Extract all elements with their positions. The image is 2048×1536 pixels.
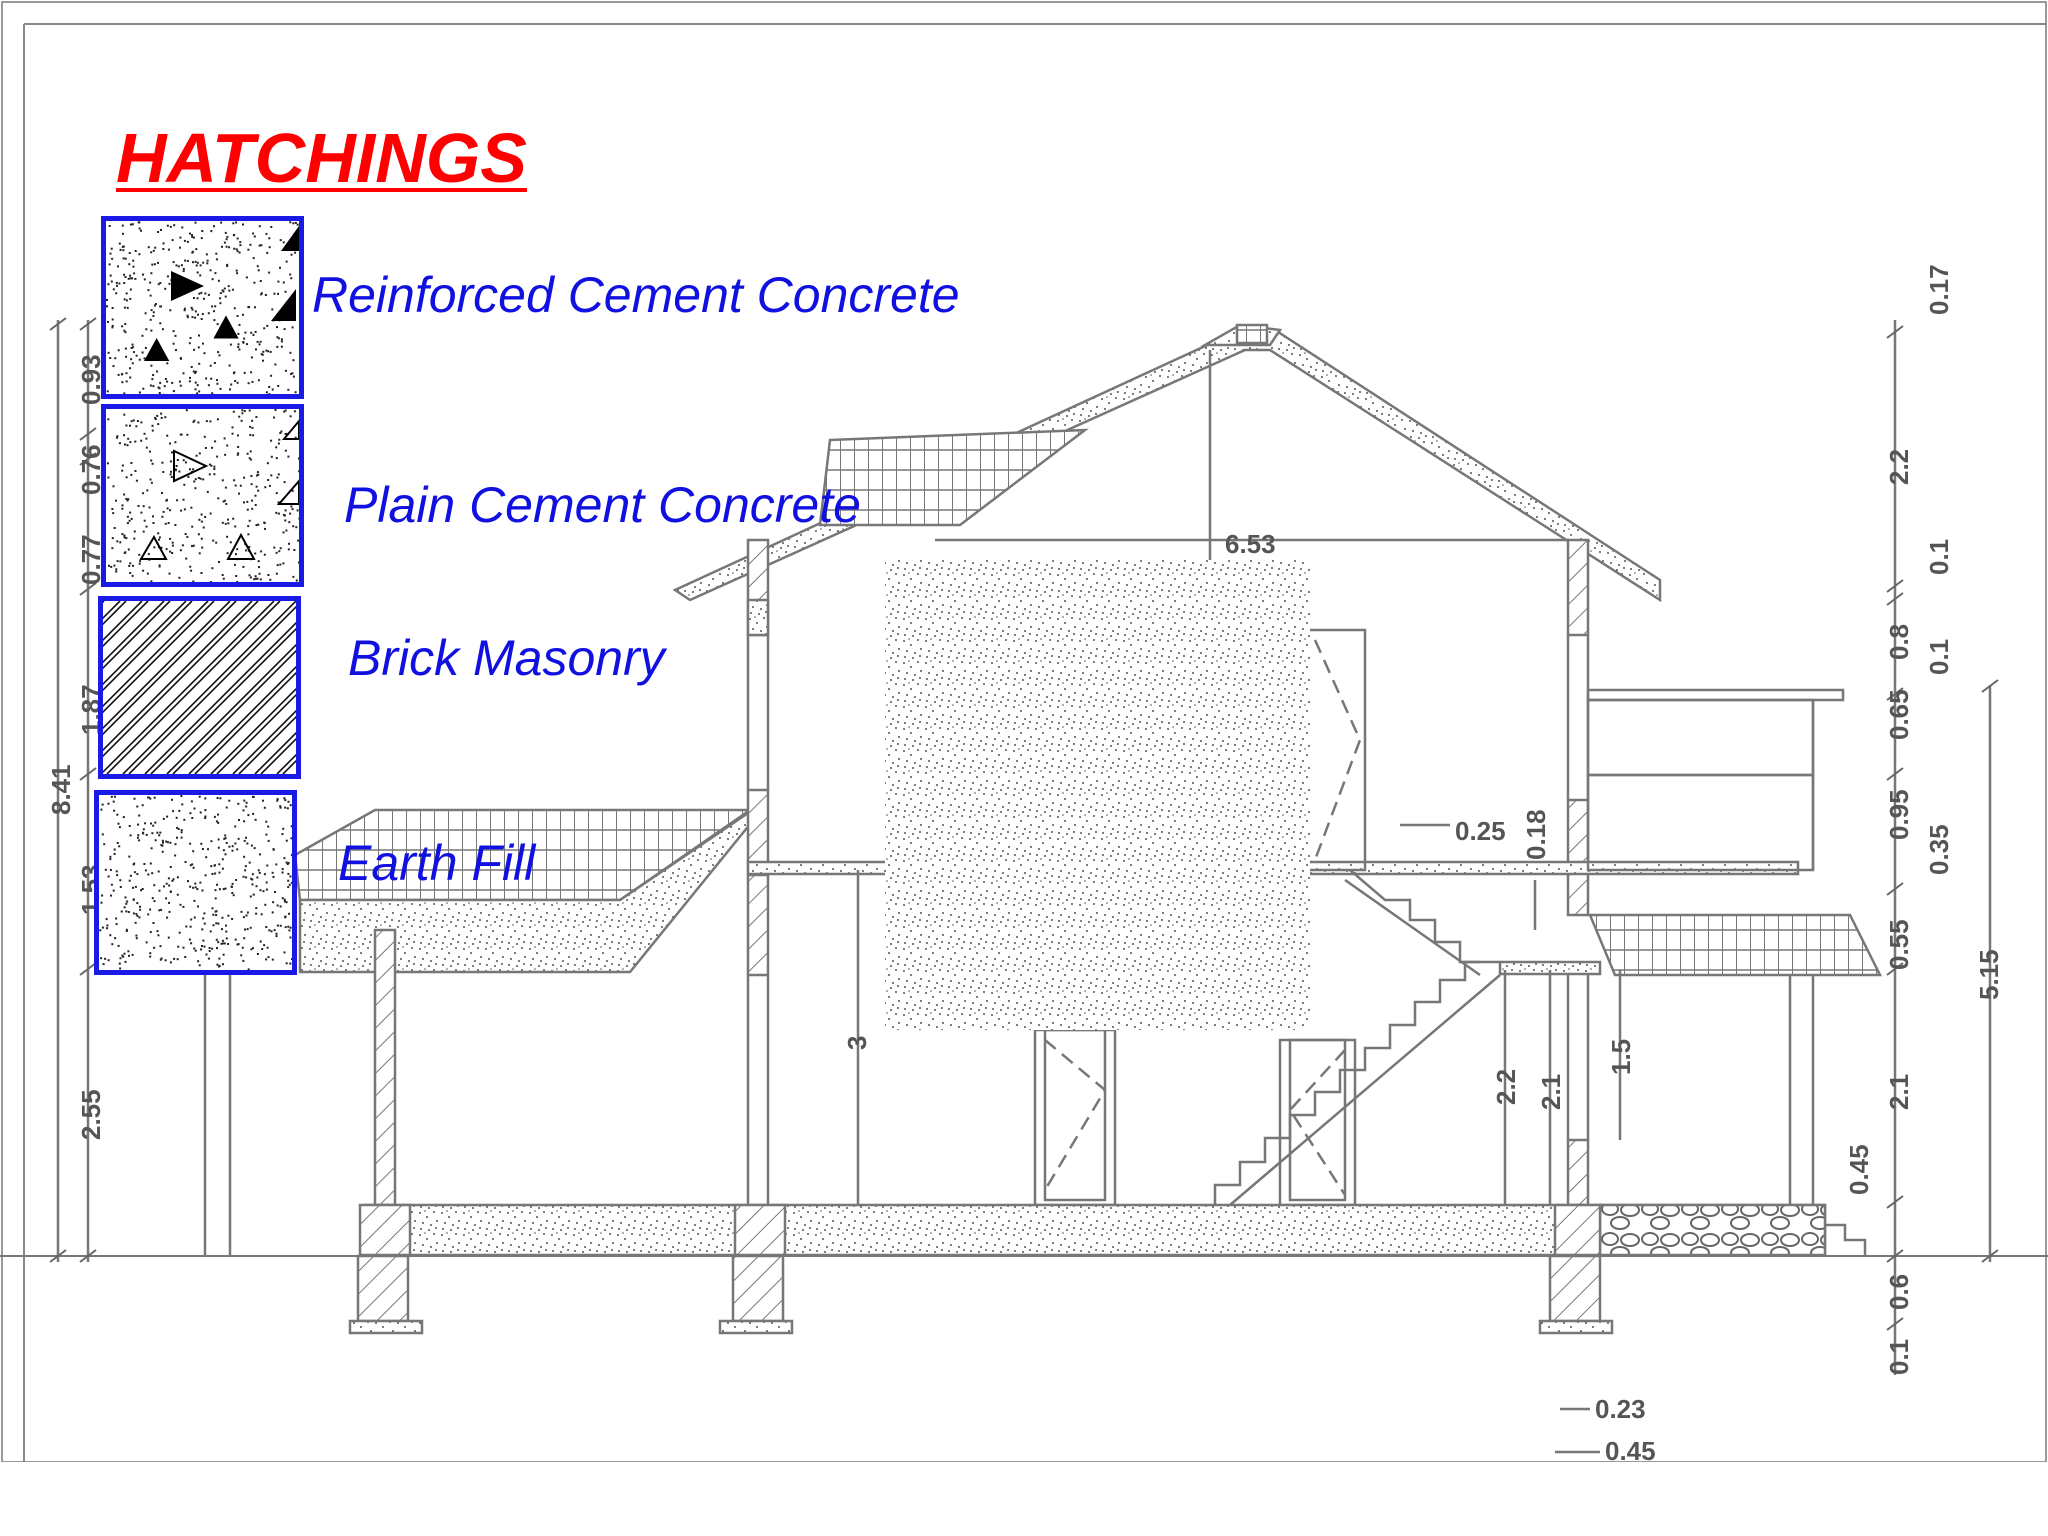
legend-label-rcc: Reinforced Cement Concrete	[312, 267, 960, 323]
dim-right-4: 0.8	[1884, 624, 1914, 660]
dim-left-outer: 8.41	[46, 764, 76, 815]
dim-right-11: 0.6	[1884, 1274, 1914, 1310]
dim-right-0: 0.17	[1924, 264, 1954, 315]
dim-door-1: 2.1	[1536, 1074, 1566, 1110]
legend-label-pcc: Plain Cement Concrete	[344, 477, 861, 533]
dim-bottom-0: 0.23	[1595, 1394, 1646, 1424]
dim-right-5: 0.65	[1884, 689, 1914, 740]
dim-door-2: 1.5	[1606, 1039, 1636, 1075]
dim-right-1: 2.2	[1884, 449, 1914, 485]
dim-right-9: 2.1	[1884, 1074, 1914, 1110]
swatch-pcc	[101, 404, 304, 587]
swatch-earth	[94, 790, 297, 975]
dim-left-5: 2.55	[76, 1089, 106, 1140]
dim-roof-span: 6.53	[1225, 529, 1276, 559]
dim-door-0: 2.2	[1491, 1069, 1521, 1105]
swatch-rcc	[101, 216, 304, 399]
dim-right-10: 0.45	[1844, 1144, 1874, 1195]
legend-label-brick: Brick Masonry	[348, 630, 665, 686]
legend-label-earth: Earth Fill	[338, 835, 536, 891]
dim-right-12: 0.1	[1884, 1339, 1914, 1375]
legend-title: HATCHINGS	[116, 119, 527, 197]
swatch-brick	[98, 596, 301, 779]
dim-stair-riser: 0.18	[1521, 809, 1551, 860]
dim-right-8: 0.55	[1884, 919, 1914, 970]
dim-right-2: 0.1	[1924, 539, 1954, 575]
dim-ground-height: 3	[842, 1036, 872, 1050]
dim-stair-tread: 0.25	[1455, 816, 1506, 846]
dim-right-3: 0.1	[1924, 639, 1954, 675]
dim-bottom-1: 0.45	[1605, 1436, 1656, 1466]
dim-right-6: 0.95	[1884, 789, 1914, 840]
earth-fill-overlay	[885, 560, 1310, 1030]
dim-right-7: 0.35	[1924, 824, 1954, 875]
dim-right-total: 5.15	[1974, 949, 2004, 1000]
